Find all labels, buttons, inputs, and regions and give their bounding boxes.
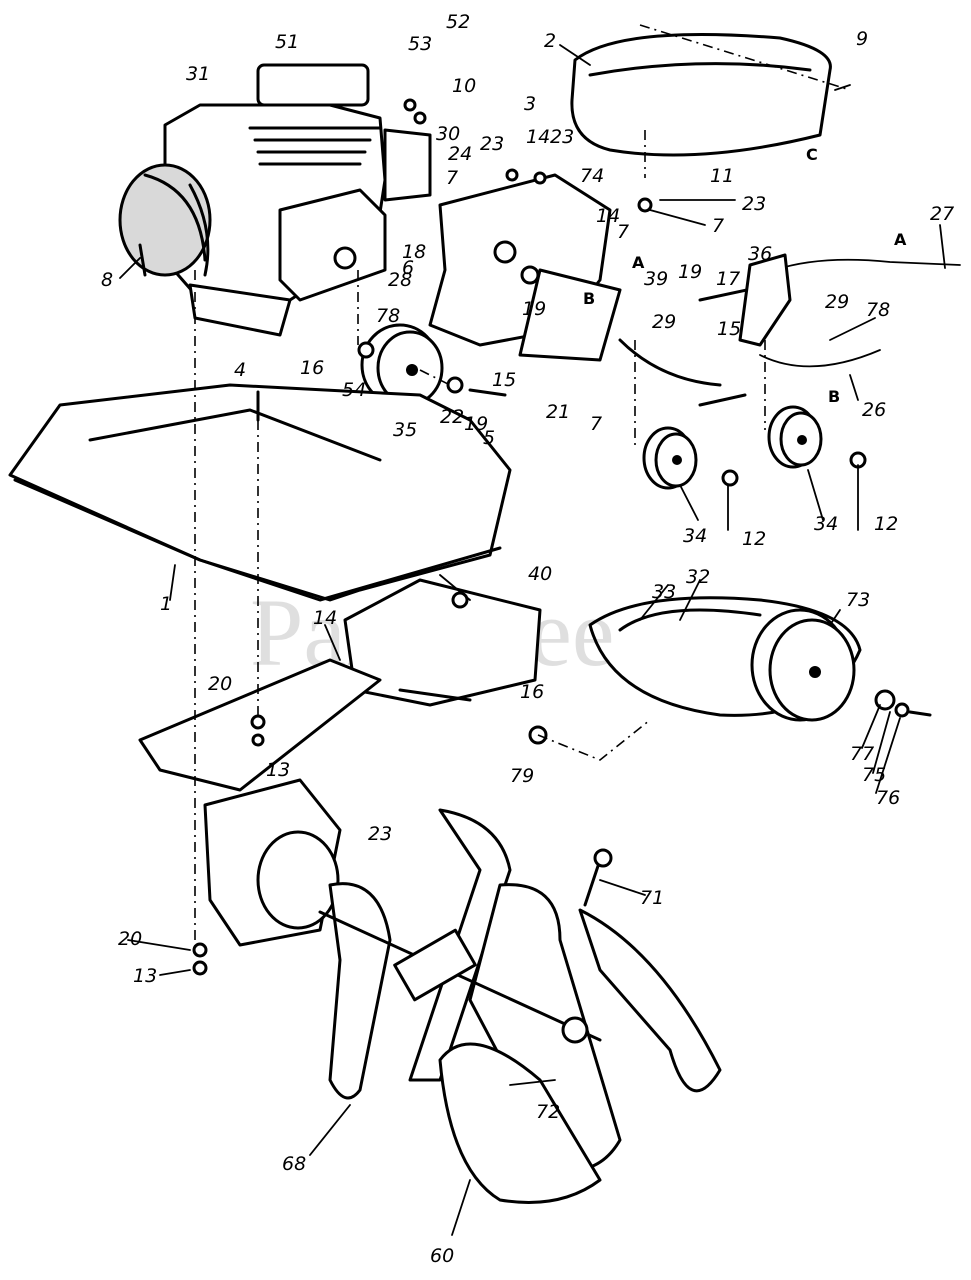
callout-7-b: 7 xyxy=(617,221,629,243)
callout-14-low: 14 xyxy=(313,607,337,629)
callout-17: 17 xyxy=(716,268,740,290)
callout-8: 8 xyxy=(101,269,113,291)
drive-belts-and-pulley-73 xyxy=(528,596,932,745)
callout-32: 32 xyxy=(686,566,710,588)
idler-bracket-plate xyxy=(428,173,622,362)
callout-6: 6 xyxy=(402,257,414,279)
tiller-tines xyxy=(318,808,722,1204)
callout-9: 9 xyxy=(856,28,868,50)
callout-13-top: 13 xyxy=(266,759,290,781)
callout-7-d: 7 xyxy=(590,413,602,435)
callout-19-mid: 19 xyxy=(522,298,546,320)
callout-54: 54 xyxy=(342,379,366,401)
callout-7-a: 7 xyxy=(446,167,458,189)
callout-2: 2 xyxy=(544,30,556,52)
leader-lines xyxy=(119,44,946,1236)
callout-13-bottom: 13 xyxy=(133,965,157,987)
callout-22: 22 xyxy=(440,406,464,428)
idler-pulley-34-left xyxy=(642,426,739,490)
callout-75: 75 xyxy=(862,764,886,786)
engine-assembly xyxy=(118,63,432,337)
callout-33: 33 xyxy=(652,581,676,603)
callout-60: 60 xyxy=(430,1245,454,1267)
callout-53: 53 xyxy=(408,33,432,55)
callout-1: 1 xyxy=(160,593,172,615)
callout-26: 26 xyxy=(862,399,886,421)
callout-34-left: 34 xyxy=(683,525,707,547)
control-cables xyxy=(618,258,961,407)
callout-10: 10 xyxy=(452,75,476,97)
callout-18: 18 xyxy=(402,241,426,263)
callout-27: 27 xyxy=(930,203,954,225)
callout-12-right: 12 xyxy=(874,513,898,535)
callout-11: 11 xyxy=(710,165,734,187)
callout-30: 30 xyxy=(436,123,460,145)
base-plate-shield xyxy=(8,383,512,602)
belt-cover-hood xyxy=(570,24,851,157)
callout-14-top: 14 xyxy=(526,126,550,148)
callout-4: 4 xyxy=(234,359,246,381)
callout-36: 36 xyxy=(748,243,772,265)
assembly-dash-lines xyxy=(194,130,766,950)
small-hardware xyxy=(138,98,653,976)
callout-74: 74 xyxy=(580,165,604,187)
callout-78-right: 78 xyxy=(866,299,890,321)
callout-29-right: 29 xyxy=(825,291,849,313)
callout-31: 31 xyxy=(186,63,210,85)
ref-letter-A-cable: A xyxy=(894,230,907,249)
callout-34-right: 34 xyxy=(814,513,838,535)
drive-pulley-35 xyxy=(357,323,507,407)
callout-76: 76 xyxy=(876,787,900,809)
callout-23-mid: 23 xyxy=(480,133,504,155)
callout-20-top: 20 xyxy=(208,673,232,695)
callout-12-left: 12 xyxy=(742,528,766,550)
callout-79: 79 xyxy=(510,765,534,787)
callout-39: 39 xyxy=(644,268,668,290)
ref-letter-C: C xyxy=(806,145,818,164)
callout-15-right: 15 xyxy=(717,318,741,340)
callout-16-engine: 16 xyxy=(300,357,324,379)
callout-28: 28 xyxy=(388,269,412,291)
callout-71: 71 xyxy=(640,887,664,909)
callout-23-right: 23 xyxy=(742,193,766,215)
callout-40: 40 xyxy=(528,563,552,585)
callout-51: 51 xyxy=(275,31,299,53)
callout-labels: 51 31 53 52 10 2 9 3 14 23 30 24 23 7 74… xyxy=(101,11,954,1267)
callout-16-housing: 16 xyxy=(520,681,544,703)
ref-letter-B-cable: B xyxy=(828,387,840,406)
callout-14-mid: 14 xyxy=(596,205,620,227)
callout-24: 24 xyxy=(448,143,472,165)
ref-letter-B-bracket: B xyxy=(583,289,595,308)
callout-15-mid: 15 xyxy=(492,369,516,391)
lever-36 xyxy=(738,253,792,347)
callout-72: 72 xyxy=(536,1101,560,1123)
callout-19-right: 19 xyxy=(678,261,702,283)
callout-52: 52 xyxy=(446,11,470,33)
callout-23-low: 23 xyxy=(368,823,392,845)
callout-20-bottom: 20 xyxy=(118,928,142,950)
reference-letters: C A A B B xyxy=(583,145,907,406)
callout-19-low: 19 xyxy=(464,413,488,435)
callout-23-top: 23 xyxy=(550,126,574,148)
callout-73: 73 xyxy=(846,589,870,611)
callout-3: 3 xyxy=(524,93,536,115)
callout-21: 21 xyxy=(546,401,570,423)
callout-68: 68 xyxy=(282,1153,306,1175)
callout-77: 77 xyxy=(850,743,874,765)
callout-35: 35 xyxy=(393,419,417,441)
callout-5: 5 xyxy=(483,427,495,449)
ref-letter-A-bracket: A xyxy=(632,253,645,272)
callout-7-c: 7 xyxy=(712,215,724,237)
idler-pulley-34-right xyxy=(767,405,867,469)
callout-29-mid: 29 xyxy=(652,311,676,333)
callout-78-left: 78 xyxy=(376,305,400,327)
